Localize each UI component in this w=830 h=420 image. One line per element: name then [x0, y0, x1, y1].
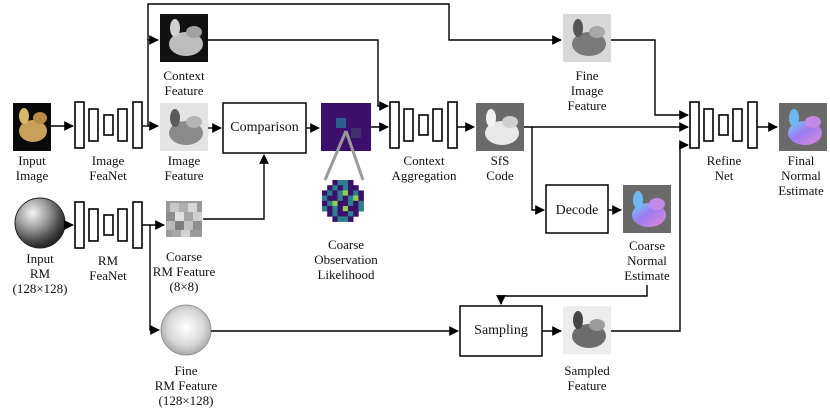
heatmap-cell [342, 211, 349, 217]
heatmap-cell [342, 206, 349, 212]
heatmap-cell [348, 206, 354, 212]
heatmap-cell [353, 185, 359, 191]
label-decode: Decode [555, 203, 599, 218]
sfs-code-thumbnail [476, 103, 524, 151]
context-aggregation-network [389, 101, 458, 149]
heatmap-cell [327, 190, 333, 196]
heatmap-cell [337, 216, 344, 222]
rm-feanet-encoder [74, 201, 143, 249]
image-feanet-encoder [74, 101, 143, 149]
heatmap-cell [332, 216, 338, 222]
image-feature-thumbnail [160, 103, 208, 151]
heatmap-cell [358, 200, 364, 207]
sampling-box [459, 305, 543, 357]
label-sampling: Sampling [474, 323, 528, 338]
heatmap-cell [348, 211, 354, 217]
heatmap-cell [337, 211, 344, 217]
heatmap-cell [342, 190, 349, 196]
sampled-feature-thumbnail [563, 306, 611, 354]
decode-box [545, 184, 609, 234]
refine-net [689, 101, 758, 149]
heatmap-cell [342, 200, 349, 207]
heatmap-cell [332, 180, 338, 186]
coarse-normal-estimate-thumbnail [623, 185, 671, 233]
heatmap-cell [332, 185, 338, 191]
heatmap-cell [348, 185, 354, 191]
final-normal-estimate-thumbnail [779, 103, 827, 151]
heatmap-cell [322, 206, 328, 212]
heatmap-cell [348, 195, 354, 202]
heatmap-cell [353, 206, 359, 212]
heatmap-cell [327, 200, 333, 207]
heatmap-cell [332, 211, 338, 217]
input-image-thumbnail [13, 103, 51, 151]
heatmap-cell [337, 200, 344, 207]
heatmap-cell [322, 200, 328, 207]
fine-rm-feature-sphere [160, 304, 212, 356]
context-feature-thumbnail [160, 14, 208, 62]
fine-image-feature-thumbnail [563, 14, 611, 62]
heatmap-cell [337, 206, 344, 212]
heatmap-cell [353, 200, 359, 207]
heatmap-cell [327, 185, 333, 191]
label-comparison: Comparison [230, 120, 299, 135]
heatmap-cell [322, 190, 328, 196]
heatmap-cell [337, 185, 344, 191]
heatmap-cell [348, 190, 354, 196]
heatmap-cell [353, 190, 359, 196]
comparison-box [222, 102, 307, 154]
heatmap-cell [332, 190, 338, 196]
heatmap-cell [342, 185, 349, 191]
heatmap-cell [327, 211, 333, 217]
heatmap-cell [358, 190, 364, 196]
heatmap-cell [337, 180, 344, 186]
input-rm-sphere [14, 197, 66, 249]
heatmap-cell [342, 195, 349, 202]
heatmap-cell [353, 211, 359, 217]
heatmap-cell [327, 195, 333, 202]
heatmap-cell [327, 206, 333, 212]
heatmap-cell [348, 216, 354, 222]
heatmap-cell [332, 195, 338, 202]
heatmap-cell [337, 190, 344, 196]
heatmap-cell [358, 195, 364, 202]
heatmap-cell [353, 195, 359, 202]
zoom-lines [323, 130, 365, 181]
heatmap-cell [348, 200, 354, 207]
coarse-observation-likelihood-heatmap [322, 180, 364, 222]
heatmap-cell [342, 180, 349, 186]
heatmap-cell [342, 216, 349, 222]
heatmap-cell [322, 195, 328, 202]
heatmap-cell [358, 206, 364, 212]
heatmap-cell [348, 180, 354, 186]
heatmap-cell [337, 195, 344, 202]
heatmap-cell [332, 200, 338, 207]
likelihood-volume [321, 103, 371, 151]
connections [51, 3, 778, 336]
heatmap-cell [332, 206, 338, 212]
coarse-rm-feature-thumbnail [166, 201, 202, 237]
